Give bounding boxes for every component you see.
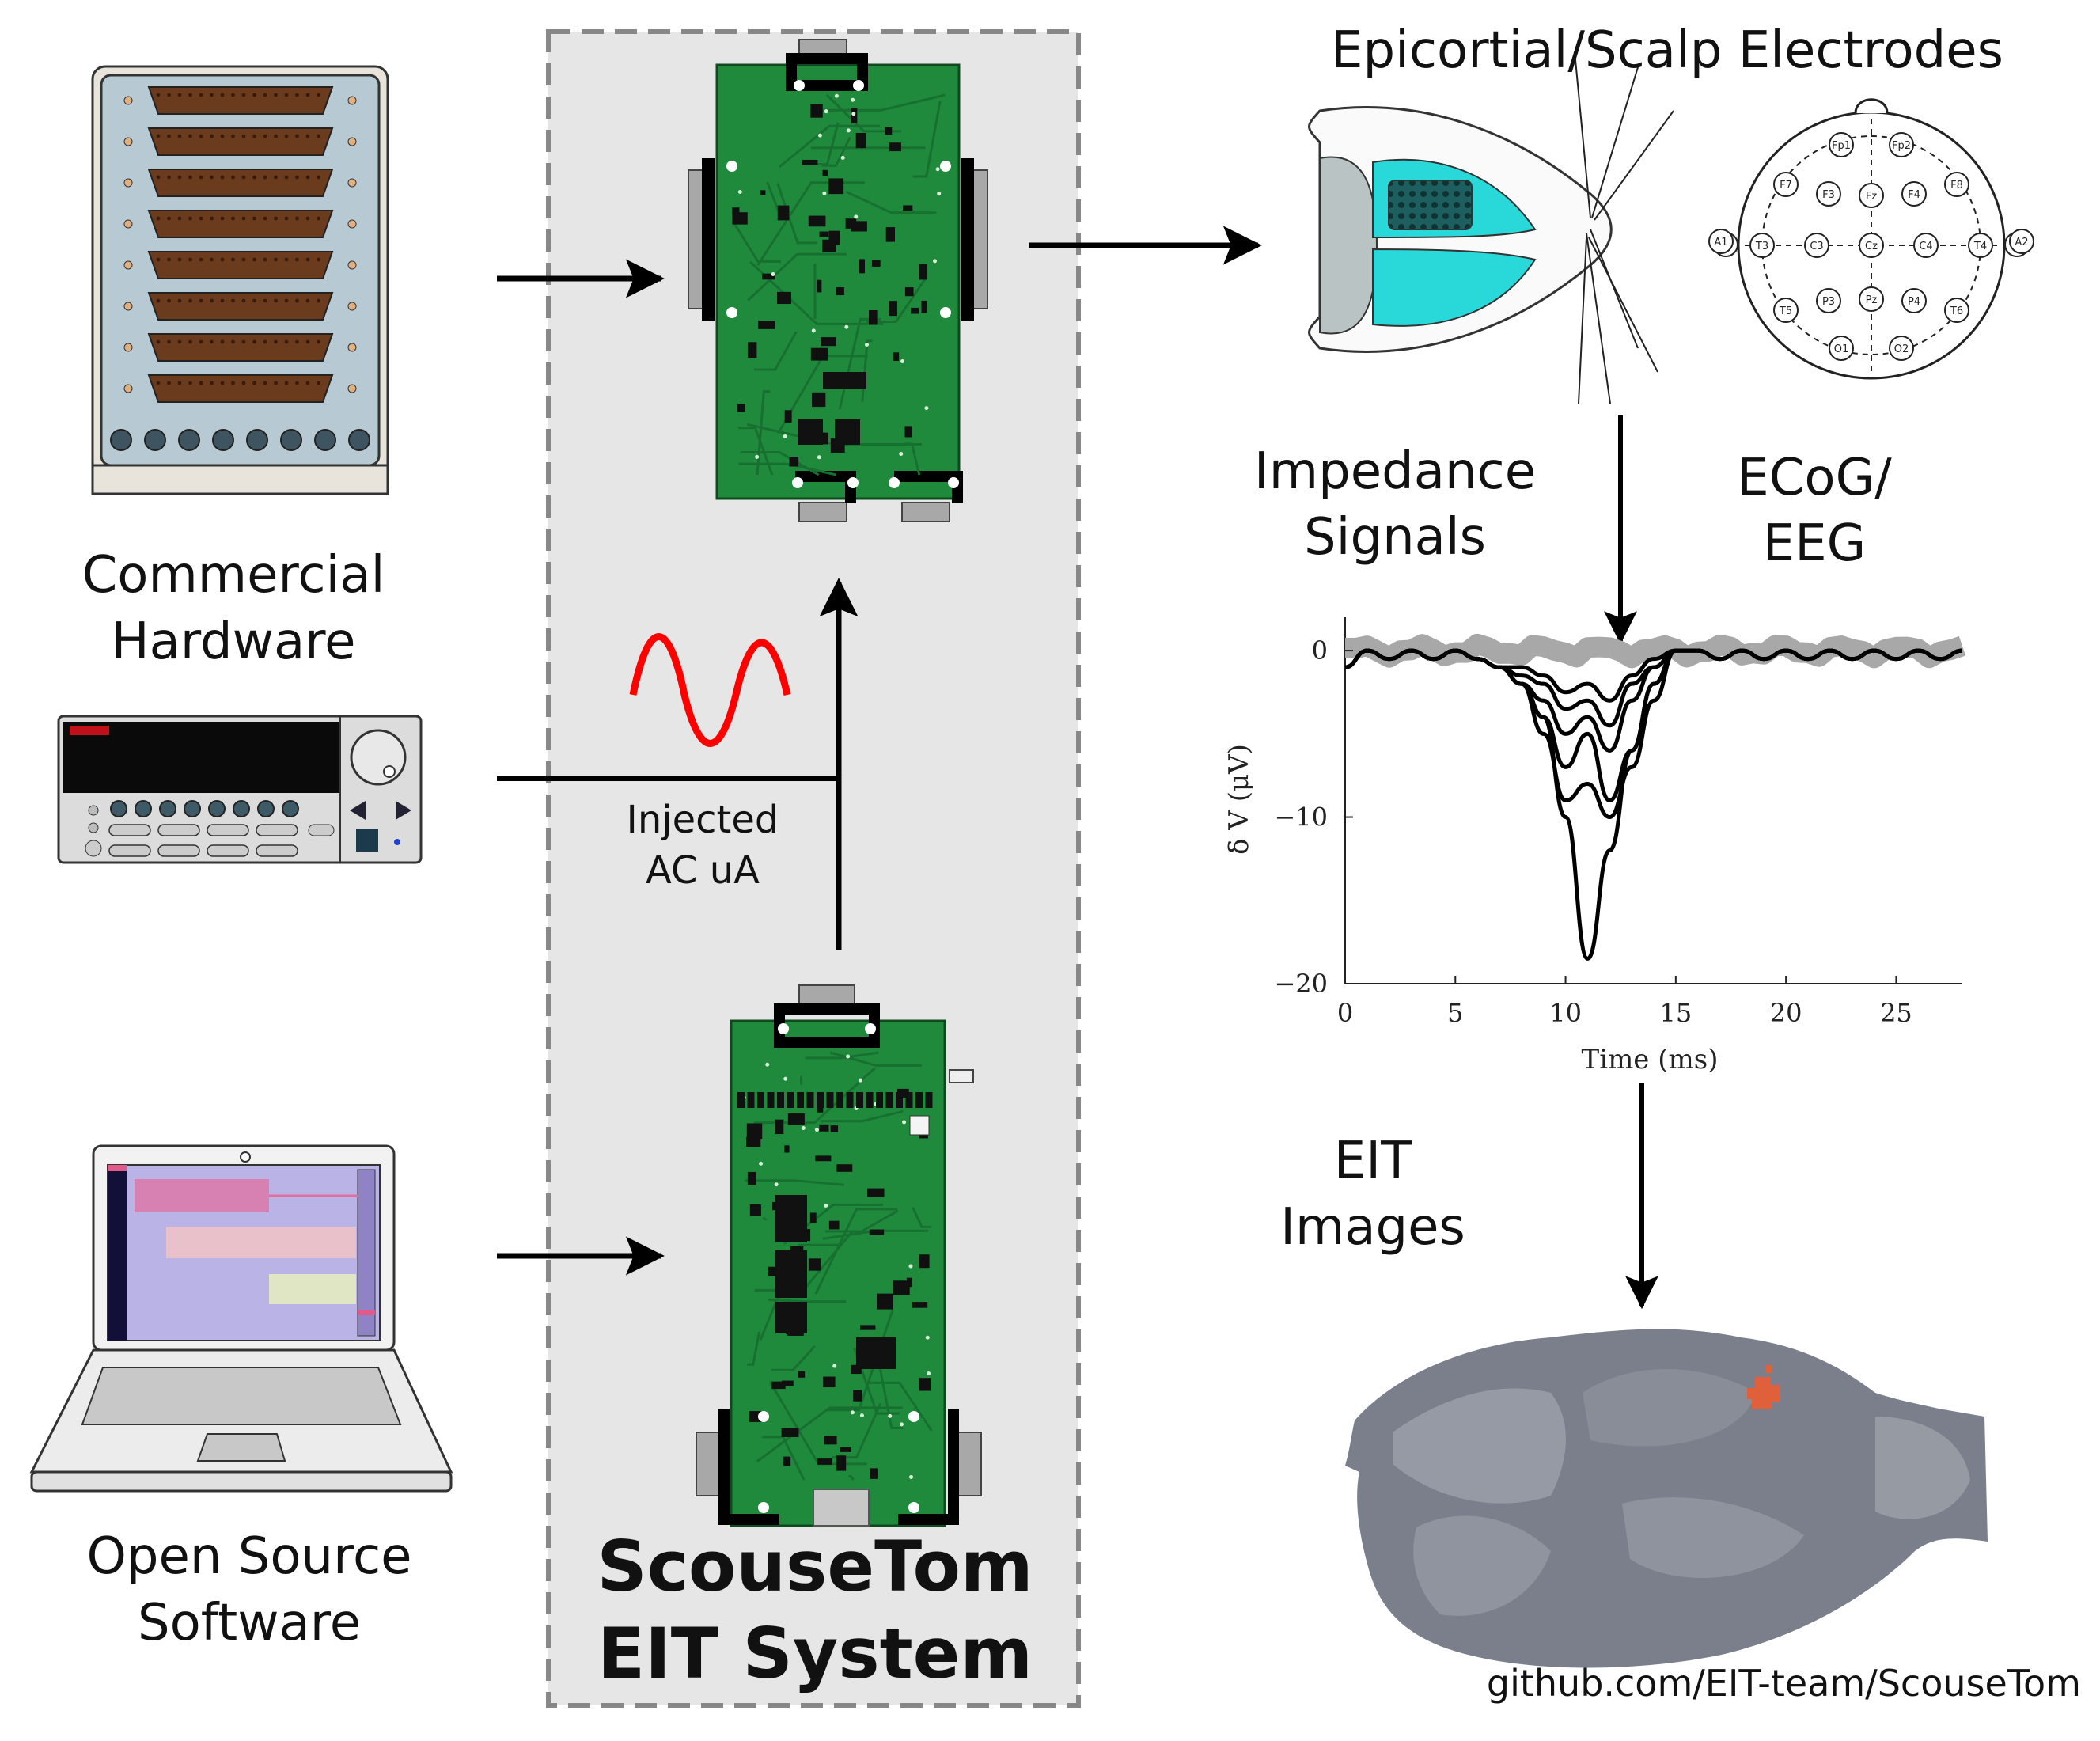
eeg-label: Fp2 — [1892, 140, 1911, 152]
label-signals: Signals — [1304, 508, 1486, 567]
eeg-label: F8 — [1950, 180, 1963, 192]
eeg-label: C3 — [1810, 241, 1823, 252]
label-hardware: Hardware — [112, 613, 356, 671]
current-source-instrument — [57, 715, 423, 864]
label-software: Software — [138, 1594, 361, 1652]
eeg-label: Fp1 — [1832, 140, 1851, 152]
y-tick-label: −20 — [1274, 969, 1328, 999]
eeg-electrode-cz: Cz — [1859, 233, 1884, 258]
label-electrodes: Epicortial/Scalp Electrodes — [1331, 21, 2003, 80]
eeg-electrode-f3: F3 — [1816, 181, 1841, 207]
x-tick-label: 10 — [1549, 998, 1582, 1028]
eeg-electrode-t3: T3 — [1749, 233, 1775, 258]
eeg-label: T6 — [1950, 305, 1963, 317]
x-tick-label: 25 — [1880, 998, 1912, 1028]
system-title-1: ScouseTom — [597, 1526, 1033, 1607]
eeg-electrode-o1: O1 — [1829, 336, 1854, 361]
eeg-electrode-f4: F4 — [1901, 181, 1927, 207]
github-link[interactable]: github.com/EIT-team/ScouseTom — [1487, 1662, 2081, 1705]
connector-rack-illustration — [91, 65, 389, 495]
label-ecog: ECoG/ — [1737, 449, 1892, 507]
eeg-electrode-fp2: Fp2 — [1889, 132, 1914, 157]
signal-series-3 — [1344, 648, 1963, 802]
eeg-label: O1 — [1834, 343, 1849, 355]
label-open-source: Open Source — [86, 1527, 411, 1586]
label-images: Images — [1280, 1198, 1465, 1257]
eeg-label: A1 — [1714, 237, 1727, 248]
eeg-electrode-a2: A2 — [2004, 229, 2034, 257]
rat-brain-illustration — [1308, 51, 1674, 404]
signal-series-6 — [1344, 648, 1963, 703]
y-tick-label: 0 — [1312, 635, 1328, 666]
eeg-label: Pz — [1866, 294, 1878, 306]
eeg-label: A2 — [2015, 237, 2028, 248]
label-eeg: EEG — [1763, 514, 1866, 573]
eeg-electrode-fp1: Fp1 — [1829, 132, 1854, 157]
eeg-label: F3 — [1822, 189, 1835, 201]
eeg-label: T5 — [1779, 305, 1792, 317]
label-eit: EIT — [1334, 1132, 1412, 1190]
label-impedance: Impedance — [1254, 442, 1536, 501]
eeg-label: C4 — [1919, 241, 1932, 252]
eeg-label: T3 — [1755, 241, 1768, 252]
eeg-electrode-p4: P4 — [1901, 288, 1927, 313]
x-axis-label: Time (ms) — [1582, 1044, 1719, 1075]
eeg-electrode-fz: Fz — [1859, 183, 1884, 208]
signal-series-2 — [1344, 648, 1963, 820]
x-tick-label: 5 — [1447, 998, 1463, 1028]
eeg-electrode-t5: T5 — [1773, 298, 1799, 323]
eeg-electrode-t4: T4 — [1968, 233, 1993, 258]
eeg-electrode-a1: A1 — [1708, 229, 1738, 257]
system-title-2: EIT System — [597, 1613, 1033, 1694]
label-injected: Injected — [627, 798, 779, 842]
grey-baseline-band — [1344, 633, 1966, 669]
eeg-electrode-t6: T6 — [1944, 298, 1969, 323]
x-tick-label: 20 — [1770, 998, 1802, 1028]
eeg-label: F4 — [1908, 189, 1920, 201]
eeg-label: P4 — [1908, 296, 1920, 308]
eeg-electrode-f7: F7 — [1773, 172, 1799, 197]
eeg-electrode-f8: F8 — [1944, 172, 1969, 197]
signal-series-1 — [1344, 648, 1963, 961]
eeg-label: T4 — [1973, 241, 1987, 252]
eit-brain-image — [1345, 1329, 1988, 1668]
eeg-electrode-o2: O2 — [1889, 336, 1914, 361]
switch-network-pcb — [688, 39, 988, 522]
activation-hotspot — [1747, 1377, 1780, 1409]
sine-wave-icon — [629, 633, 791, 747]
x-tick-label: 0 — [1337, 998, 1353, 1028]
y-axis-label: δ V (μV) — [1223, 744, 1255, 855]
x-tick-label: 15 — [1659, 998, 1692, 1028]
signal-chart: 0 5 10 15 20 25 0 −10 −20 Time (ms) δ V (μV) — [1223, 617, 1966, 1075]
laptop-illustration — [29, 1144, 453, 1493]
eeg-electrode-p3: P3 — [1816, 288, 1841, 313]
eeg-electrode-c4: C4 — [1913, 233, 1939, 258]
eeg-label: F7 — [1780, 180, 1792, 192]
eeg-label: O2 — [1894, 343, 1909, 355]
eeg-label: Fz — [1866, 191, 1877, 203]
y-tick-label: −10 — [1274, 802, 1328, 833]
eeg-label: P3 — [1822, 296, 1835, 308]
eeg-label: Cz — [1865, 241, 1878, 252]
eeg-electrode-c3: C3 — [1804, 233, 1829, 258]
label-ac-ua: AC uA — [646, 848, 760, 893]
controller-pcb — [696, 984, 982, 1527]
label-commercial: Commercial — [82, 546, 385, 605]
eeg-electrode-pz: Pz — [1859, 286, 1884, 312]
